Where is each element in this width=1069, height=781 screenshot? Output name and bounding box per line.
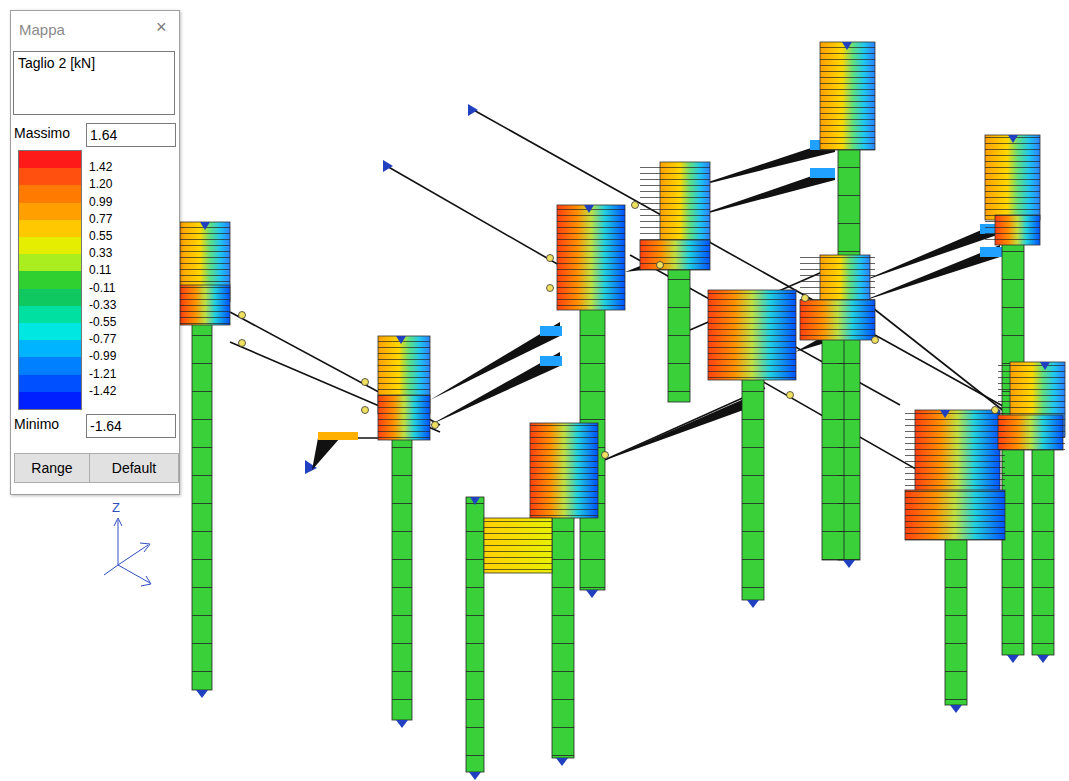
legend-swatch: [19, 185, 81, 202]
field-text: Default: [90, 460, 178, 476]
quantity-box: Taglio 2 [kN]: [13, 51, 175, 115]
legend-swatch: [19, 203, 81, 220]
legend-value: -1.42: [89, 384, 116, 398]
legend-swatch: [19, 220, 81, 237]
legend-value: 0.99: [89, 195, 112, 209]
legend-value: 0.77: [89, 212, 112, 226]
legend-value: -0.77: [89, 332, 116, 346]
legend-value: -0.11: [89, 281, 115, 295]
legend-swatch: [19, 375, 81, 392]
legend-swatch: [19, 340, 81, 357]
close-button: ×: [156, 17, 167, 38]
legend-value: -0.55: [89, 315, 116, 329]
min-label: Minimo: [14, 416, 59, 432]
legend-swatch: [19, 323, 81, 340]
legend-value: 0.33: [89, 246, 112, 260]
legend-swatch: [19, 289, 81, 306]
legend-value: 1.42: [89, 160, 112, 174]
legend-value: 1.20: [89, 177, 112, 191]
default-button: Default: [89, 453, 179, 483]
range-button: Range: [14, 453, 90, 483]
field-text: -1.64: [90, 418, 122, 434]
legend-swatch: [19, 392, 81, 409]
color-band: [19, 151, 81, 168]
max-input: 1.64: [86, 123, 176, 147]
legend-value: -0.33: [89, 298, 116, 312]
legend-swatch: [19, 237, 81, 254]
legend-value: 0.55: [89, 229, 112, 243]
legend-value: -0.99: [89, 349, 116, 363]
legend-swatch: [19, 306, 81, 323]
legend-window: MappaTaglio 2 [kN] 1.64 -1.64RangeDefault ×…: [10, 10, 180, 495]
legend-swatch: [19, 271, 81, 288]
legend-swatch: [19, 168, 81, 185]
max-label: Massimo: [14, 125, 70, 141]
min-input: -1.64: [86, 414, 176, 438]
window-title: Mappa: [19, 21, 65, 38]
field-text: Taglio 2 [kN]: [18, 55, 95, 71]
legend-swatch: [19, 254, 81, 271]
field-text: 1.64: [90, 127, 117, 143]
field-text: Range: [15, 460, 89, 476]
legend-value: 0.11: [89, 263, 111, 277]
axis-label: Z: [112, 500, 120, 515]
legend-value: -1.21: [89, 367, 116, 381]
legend-swatch: [19, 357, 81, 374]
